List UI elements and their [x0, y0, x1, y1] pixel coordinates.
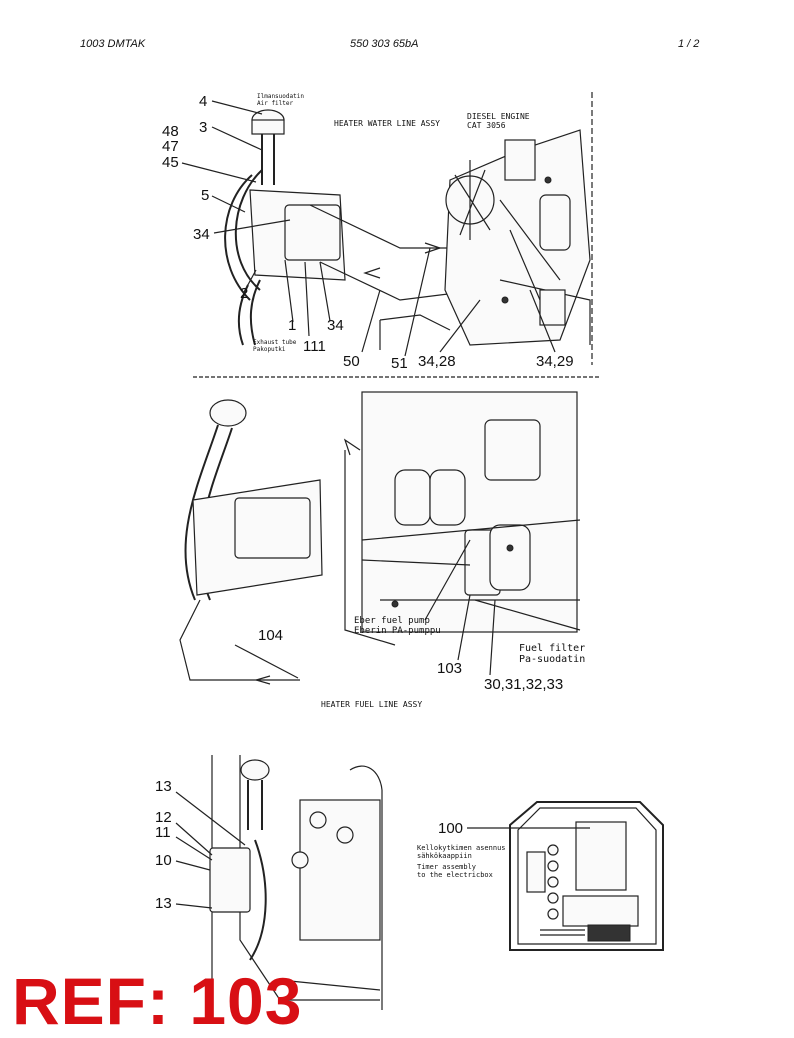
callout-label: 45: [162, 154, 179, 171]
callout-label: 13: [155, 778, 172, 795]
callout-label: 48: [162, 123, 179, 140]
fuel-filter: [489, 524, 531, 591]
callout-label: 50: [343, 353, 360, 370]
callout-label: 30,31,32,33: [484, 676, 564, 693]
callout-label: 2: [240, 285, 249, 302]
callout-label: 11: [155, 824, 171, 841]
callout-label: 5: [201, 187, 210, 204]
callout-label: 4: [199, 93, 208, 110]
air-filter-body: [251, 119, 285, 135]
engine-side: [361, 391, 581, 633]
callout-label: 103: [437, 660, 463, 677]
callout-label: 111: [303, 338, 326, 355]
heater-unit: [234, 497, 311, 559]
middle-diagram-title: HEATER FUEL LINE ASSY: [321, 700, 423, 709]
top-diagram-title: HEATER WATER LINE ASSY: [334, 119, 440, 128]
header-page-number: 1 / 2: [678, 38, 700, 50]
callout-label: 1: [288, 317, 297, 334]
ref-stamp: REF: 103: [12, 964, 303, 1038]
heater-control-box: [209, 847, 251, 913]
heater-unit: [284, 204, 341, 261]
bottom-left-diagram: [175, 755, 383, 1010]
callout-label: 3: [199, 119, 208, 136]
callout-label: 34,29: [536, 353, 574, 370]
callout-label: 104: [258, 627, 284, 644]
timer-electric-box: [467, 801, 664, 951]
callout-label: 10: [155, 852, 172, 869]
callout-label: 47: [162, 138, 179, 155]
callout-label: 34,28: [418, 353, 456, 370]
diesel-engine: [379, 129, 591, 350]
header-part-number: 550 303 65bA: [350, 38, 419, 50]
callout-label: 13: [155, 895, 172, 912]
callout-label: 34: [327, 317, 344, 334]
callout-label: 34: [193, 226, 210, 243]
middle-diagram: [179, 391, 581, 685]
top-diagram: [181, 92, 593, 365]
header-doc-code: 1003 DMTAK: [80, 38, 146, 50]
callout-label: 100: [438, 820, 464, 837]
callout-label: 12: [155, 809, 172, 826]
callout-label: 51: [391, 355, 408, 372]
